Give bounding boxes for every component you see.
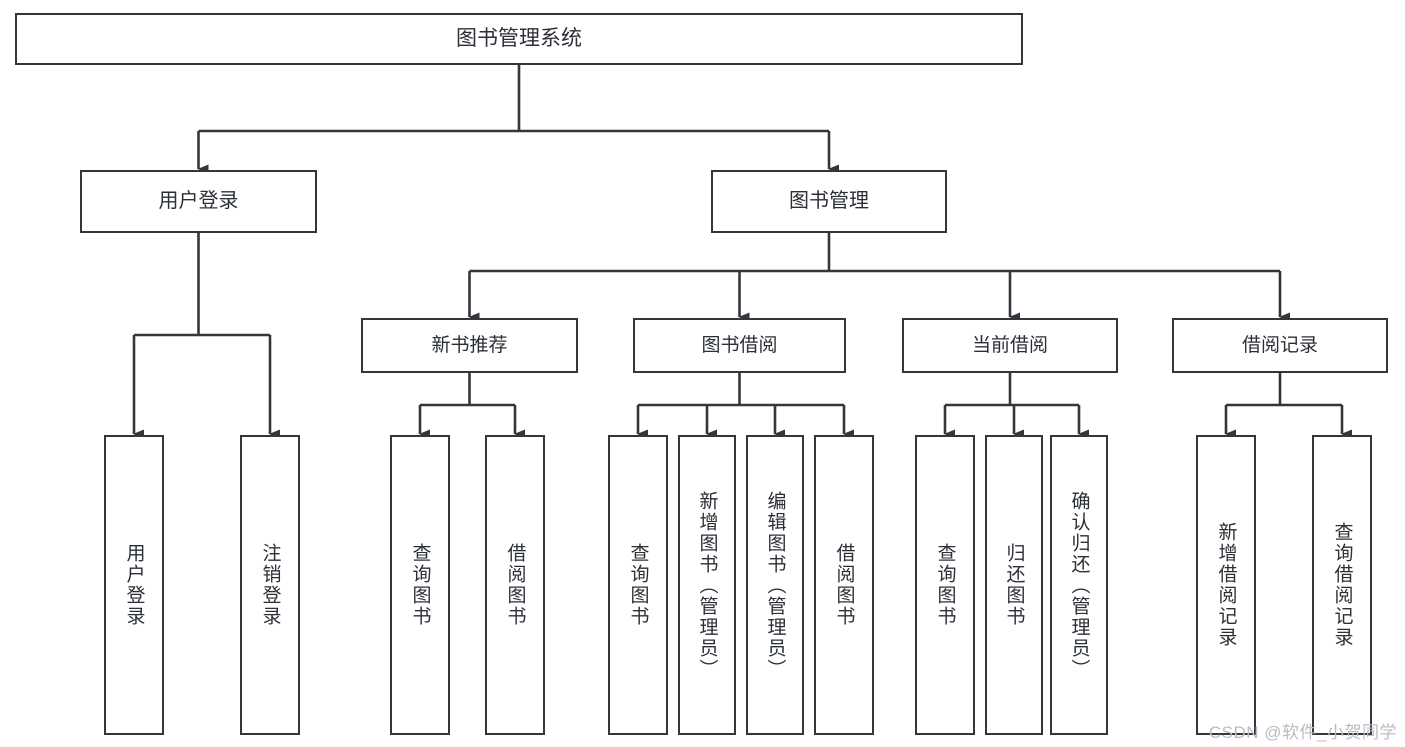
watermark-label: CSDN @软件_小贺同学 — [1208, 723, 1397, 742]
node-borrow-record[interactable]: 借阅记录 — [1172, 318, 1388, 373]
node-book-borrow-label: 图书借阅 — [701, 334, 778, 356]
node-user-login[interactable]: 用户登录 — [80, 170, 317, 233]
node-leaf-add-book-label: 新增图书（管理员） — [696, 490, 718, 680]
node-leaf-edit-book[interactable]: 编辑图书（管理员） — [746, 435, 804, 735]
node-leaf-query-book-1-label: 查询图书 — [409, 543, 431, 627]
node-leaf-borrow-book-2-label: 借阅图书 — [833, 543, 855, 627]
node-leaf-query-book-3[interactable]: 查询图书 — [915, 435, 975, 735]
node-leaf-borrow-book-1-label: 借阅图书 — [504, 543, 526, 627]
node-leaf-confirm-return-label: 确认归还（管理员） — [1068, 490, 1090, 680]
node-leaf-user-logout[interactable]: 注销登录 — [240, 435, 300, 735]
node-current-borrow[interactable]: 当前借阅 — [902, 318, 1118, 373]
node-root-label: 图书管理系统 — [456, 27, 582, 51]
node-leaf-query-book-3-label: 查询图书 — [934, 543, 956, 627]
node-book-management[interactable]: 图书管理 — [711, 170, 947, 233]
node-leaf-add-borrow-record[interactable]: 新增借阅记录 — [1196, 435, 1256, 735]
node-leaf-return-book[interactable]: 归还图书 — [985, 435, 1043, 735]
node-leaf-borrow-book-1[interactable]: 借阅图书 — [485, 435, 545, 735]
node-leaf-query-borrow-record[interactable]: 查询借阅记录 — [1312, 435, 1372, 735]
node-leaf-borrow-book-2[interactable]: 借阅图书 — [814, 435, 874, 735]
node-root[interactable]: 图书管理系统 — [15, 13, 1023, 65]
node-user-login-label: 用户登录 — [158, 190, 239, 213]
node-leaf-confirm-return[interactable]: 确认归还（管理员） — [1050, 435, 1108, 735]
node-borrow-record-label: 借阅记录 — [1241, 334, 1318, 356]
node-leaf-query-borrow-record-label: 查询借阅记录 — [1331, 522, 1353, 648]
node-leaf-user-login[interactable]: 用户登录 — [104, 435, 164, 735]
node-leaf-query-book-2-label: 查询图书 — [627, 543, 649, 627]
node-leaf-user-logout-label: 注销登录 — [259, 543, 281, 627]
node-book-management-label: 图书管理 — [789, 190, 869, 213]
node-leaf-user-login-label: 用户登录 — [123, 543, 145, 627]
node-leaf-edit-book-label: 编辑图书（管理员） — [764, 490, 786, 680]
node-leaf-add-borrow-record-label: 新增借阅记录 — [1215, 522, 1237, 648]
node-current-borrow-label: 当前借阅 — [971, 334, 1048, 356]
node-new-book-recommend-label: 新书推荐 — [431, 334, 508, 356]
node-leaf-add-book[interactable]: 新增图书（管理员） — [678, 435, 736, 735]
node-leaf-query-book-2[interactable]: 查询图书 — [608, 435, 668, 735]
node-book-borrow[interactable]: 图书借阅 — [633, 318, 846, 373]
node-new-book-recommend[interactable]: 新书推荐 — [361, 318, 578, 373]
node-leaf-query-book-1[interactable]: 查询图书 — [390, 435, 450, 735]
node-leaf-return-book-label: 归还图书 — [1003, 543, 1025, 627]
